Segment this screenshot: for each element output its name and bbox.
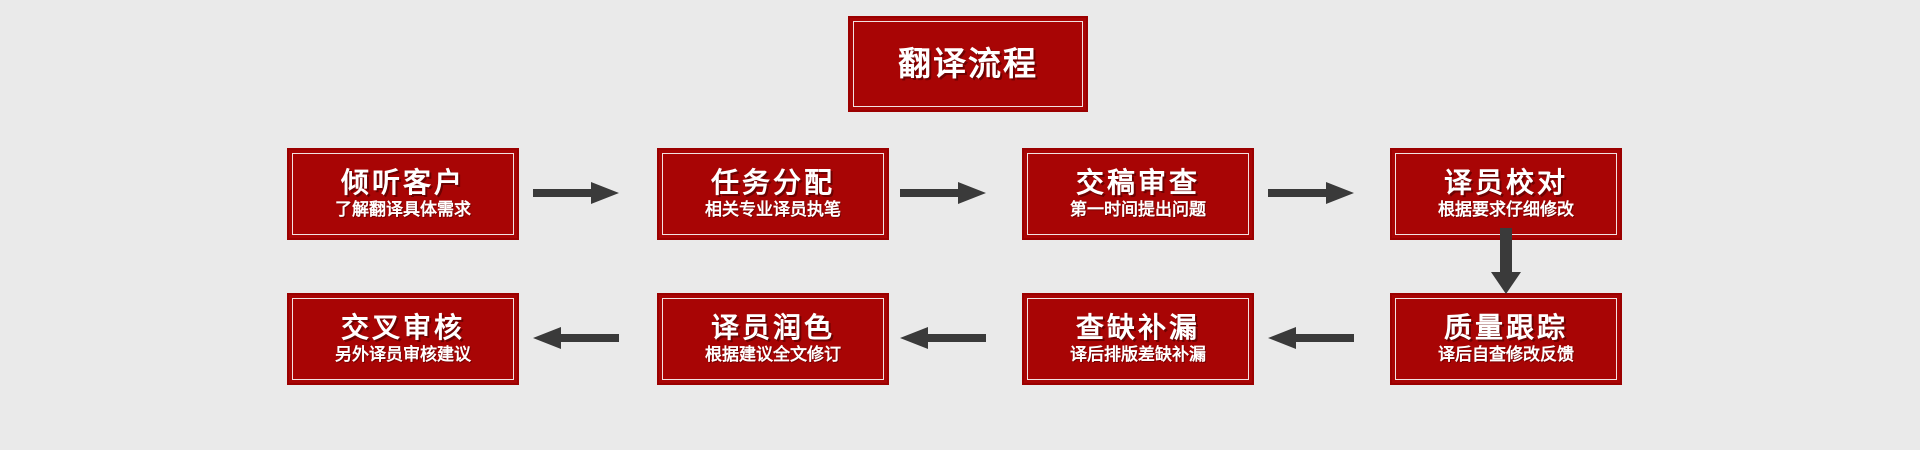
process-box-1-inner: 倾听客户 了解翻译具体需求 [292,153,514,235]
diagram-title-inner: 翻译流程 [853,21,1083,107]
process-box-7-subtitle: 根据建议全文修订 [705,345,841,366]
arrow-right-icon-2 [900,182,986,204]
process-box-1-title: 倾听客户 [340,166,465,200]
arrow-left-icon-1 [1268,327,1354,349]
process-box-2-inner: 任务分配 相关专业译员执笔 [662,153,884,235]
arrow-right-icon-3 [1268,182,1354,204]
process-box-8-subtitle: 另外译员审核建议 [335,345,471,366]
process-box-5: 质量跟踪 译后自查修改反馈 [1390,293,1622,385]
process-box-1-subtitle: 了解翻译具体需求 [335,200,471,221]
process-box-6-subtitle: 译后排版差缺补漏 [1070,345,1206,366]
arrow-left-icon-3 [533,327,619,349]
process-box-7-inner: 译员润色 根据建议全文修订 [662,298,884,380]
process-box-4-title: 译员校对 [1443,166,1568,200]
process-box-2-title: 任务分配 [710,166,835,200]
process-box-6: 查缺补漏 译后排版差缺补漏 [1022,293,1254,385]
process-box-2: 任务分配 相关专业译员执笔 [657,148,889,240]
process-box-8-title: 交叉审核 [340,311,465,345]
process-box-3: 交稿审查 第一时间提出问题 [1022,148,1254,240]
process-box-1: 倾听客户 了解翻译具体需求 [287,148,519,240]
diagram-title-text: 翻译流程 [898,43,1038,83]
process-box-7: 译员润色 根据建议全文修订 [657,293,889,385]
arrow-down-icon-1 [1491,228,1521,294]
arrow-left-icon-2 [900,327,986,349]
process-box-3-inner: 交稿审查 第一时间提出问题 [1027,153,1249,235]
process-box-5-title: 质量跟踪 [1443,311,1568,345]
arrow-right-icon-1 [533,182,619,204]
process-box-4-inner: 译员校对 根据要求仔细修改 [1395,153,1617,235]
process-box-4-subtitle: 根据要求仔细修改 [1438,200,1574,221]
process-box-8: 交叉审核 另外译员审核建议 [287,293,519,385]
diagram-title-box: 翻译流程 [848,16,1088,112]
process-box-5-subtitle: 译后自查修改反馈 [1438,345,1574,366]
process-box-7-title: 译员润色 [710,311,835,345]
process-box-6-inner: 查缺补漏 译后排版差缺补漏 [1027,298,1249,380]
process-box-8-inner: 交叉审核 另外译员审核建议 [292,298,514,380]
process-box-6-title: 查缺补漏 [1075,311,1200,345]
process-box-3-subtitle: 第一时间提出问题 [1070,200,1206,221]
process-box-2-subtitle: 相关专业译员执笔 [705,200,841,221]
process-box-4: 译员校对 根据要求仔细修改 [1390,148,1622,240]
process-box-5-inner: 质量跟踪 译后自查修改反馈 [1395,298,1617,380]
process-box-3-title: 交稿审查 [1075,166,1200,200]
